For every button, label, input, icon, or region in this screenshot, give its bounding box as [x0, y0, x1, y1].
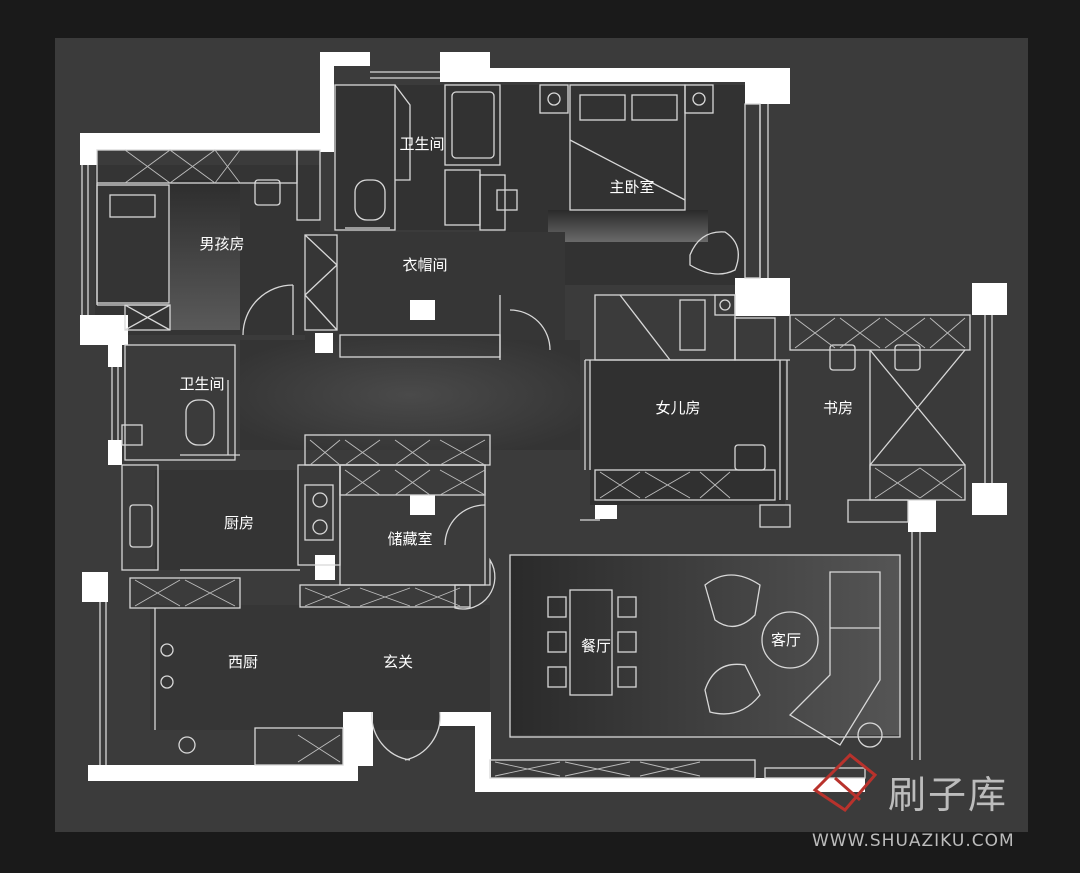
- label-bathroom-left: 卫生间: [179, 375, 224, 393]
- label-living: 客厅: [771, 631, 801, 649]
- room-floors: [95, 85, 970, 735]
- label-master-bedroom: 主卧室: [609, 178, 654, 196]
- label-cloakroom: 衣帽间: [402, 256, 447, 274]
- label-daughters-room: 女儿房: [655, 399, 700, 417]
- label-boys-room: 男孩房: [199, 235, 244, 253]
- cabinet-hatching: [124, 149, 966, 777]
- label-study: 书房: [823, 399, 853, 417]
- walls: [80, 52, 1007, 792]
- label-kitchen: 厨房: [224, 514, 254, 532]
- watermark: 刷子库 WWW.SHUAZIKU.COM: [812, 752, 1015, 851]
- plan-lines: [81, 71, 993, 779]
- label-dining: 餐厅: [581, 637, 611, 655]
- label-storage: 储藏室: [387, 530, 432, 548]
- label-entrance: 玄关: [383, 653, 413, 671]
- watermark-url: WWW.SHUAZIKU.COM: [812, 831, 1015, 851]
- brush-logo-icon: [812, 752, 878, 812]
- room-labels: 卫生间 主卧室 男孩房 衣帽间 卫生间 女儿房 书房 厨房 储藏室 餐厅 客厅 …: [179, 135, 853, 671]
- label-bathroom-top: 卫生间: [399, 135, 444, 153]
- label-western-kitchen: 西厨: [228, 653, 258, 671]
- watermark-brand: 刷子库: [888, 773, 1008, 817]
